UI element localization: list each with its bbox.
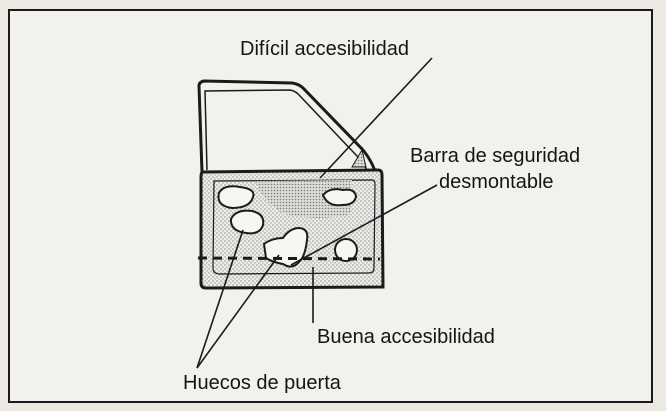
label-safety-bar-line1: Barra de seguridad	[410, 145, 581, 167]
door-hole-upper-left	[217, 185, 255, 210]
label-safety-bar-line2: desmontable	[439, 171, 554, 193]
window-frame	[197, 79, 383, 186]
door-hole-right-upper	[321, 188, 358, 207]
upper-shaded-area	[255, 180, 352, 218]
leader-top	[319, 57, 433, 179]
window-frame-inner	[204, 89, 371, 181]
label-good-access: Buena accesibilidad	[317, 326, 495, 348]
window-corner	[351, 148, 367, 168]
safety-bar	[197, 256, 381, 261]
leader-bar	[290, 184, 438, 266]
door-hole-right-round	[334, 238, 358, 262]
label-door-holes: Huecos de puerta	[183, 372, 341, 394]
label-difficult-access: Difícil accesibilidad	[240, 38, 409, 60]
door-hole-center	[262, 226, 309, 268]
leader-holes-1	[196, 229, 244, 369]
door-hole-middle-left	[229, 209, 265, 235]
leader-holes-2	[196, 254, 280, 369]
